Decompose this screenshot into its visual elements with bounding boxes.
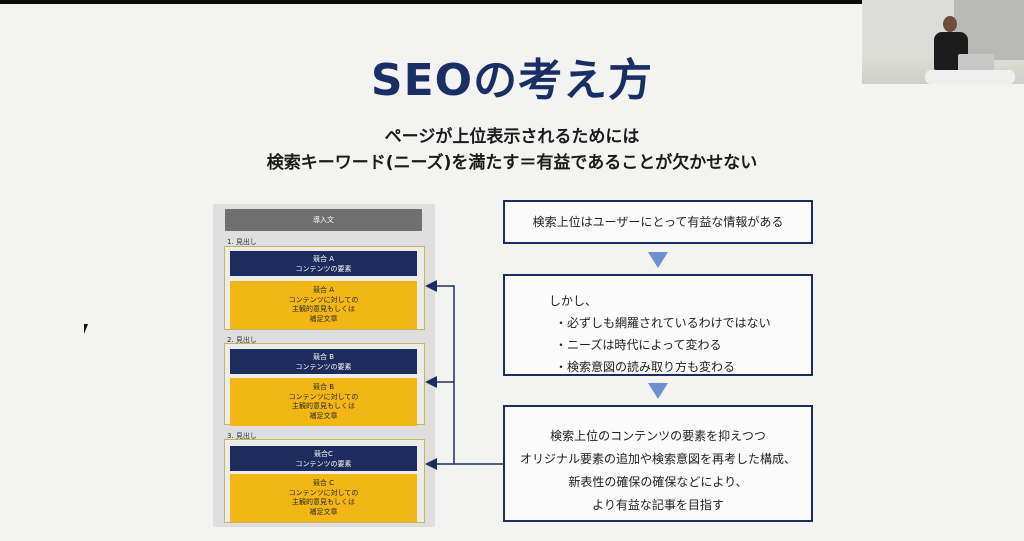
navy-line: コンテンツの要素 [295, 363, 352, 371]
however-intro: しかし、 [549, 294, 598, 308]
navy-line: コンテンツの要素 [295, 460, 352, 468]
conclusion-line: 新表性の確保の確保などにより、 [568, 475, 748, 489]
bullet-item: ・検索意図の読み取り方も変わる [555, 360, 736, 374]
competitor-c-elements: 競合C コンテンツの要素 [230, 446, 417, 471]
gold-line: コンテンツに対しての [288, 392, 359, 401]
gold-line: 競合 C [312, 479, 335, 487]
gold-line: 主観的意見もしくは [292, 305, 355, 313]
conclusion-line: 検索上位のコンテンツの要素を抑えつつ [550, 429, 766, 443]
flow-box-however: しかし、 ・必ずしも網羅されているわけではない ・ニーズは時代によって変わる ・… [503, 274, 813, 376]
slide-title: SEOの考え方 [370, 55, 654, 106]
section-1-box: 競合 A コンテンツの要素 競合 A コンテンツに対しての 主観的意見もしくは … [224, 246, 425, 330]
article-structure-diagram: 導入文 1. 見出し 競合 A コンテンツの要素 競合 A コンテンツに対しての… [213, 204, 435, 527]
gold-line: 補足文章 [309, 314, 338, 323]
competitor-a-elements: 競合 A コンテンツの要素 [230, 251, 417, 276]
conclusion-line: オリジナル要素の追加や検索意図を再考した構成、 [519, 452, 796, 466]
gold-line: 競合 A [312, 286, 334, 294]
down-arrow-icon [648, 252, 668, 268]
intro-block: 導入文 [225, 209, 422, 231]
subtitle-line-1: ページが上位表示されるためには [384, 127, 640, 147]
competitor-b-opinion: 競合 B コンテンツに対しての 主観的意見もしくは 補足文章 [230, 378, 417, 426]
gold-line: 補足文章 [309, 507, 338, 516]
slide-subtitle: ページが上位表示されるためには 検索キーワード(ニーズ)を満たす＝有益であること… [0, 124, 1024, 176]
section-3-box: 競合C コンテンツの要素 競合 C コンテンツに対しての 主観的意見もしくは 補… [224, 439, 425, 523]
presenter-head [943, 16, 957, 32]
gold-line: 競合 B [312, 383, 335, 391]
flow-box-conclusion: 検索上位のコンテンツの要素を抑えつつ オリジナル要素の追加や検索意図を再考した構… [503, 405, 813, 522]
gold-line: 主観的意見もしくは [292, 498, 355, 506]
gold-line: コンテンツに対しての [288, 488, 359, 497]
conclusion-line: より有益な記事を目指す [592, 498, 724, 512]
section-2-box: 競合 B コンテンツの要素 競合 B コンテンツに対しての 主観的意見もしくは … [224, 343, 425, 426]
navy-line: 競合 A [312, 255, 334, 263]
arrow-to-section-1 [425, 280, 503, 465]
gold-line: コンテンツに対しての [288, 295, 359, 304]
section-1-label: 1. 見出し [227, 238, 257, 246]
navy-line: 競合C [314, 450, 333, 458]
competitor-a-opinion: 競合 A コンテンツに対しての 主観的意見もしくは 補足文章 [230, 281, 417, 329]
flow-box-top-results: 検索上位はユーザーにとって有益な情報がある [503, 200, 813, 244]
connector-arrows [425, 280, 503, 470]
navy-line: 競合 B [312, 353, 335, 361]
section-2-label: 2. 見出し [227, 336, 257, 344]
gold-line: 主観的意見もしくは [292, 402, 355, 410]
mouse-cursor-icon [84, 324, 88, 334]
subtitle-line-2: 検索キーワード(ニーズ)を満たす＝有益であることが欠かせない [266, 153, 758, 173]
desk [925, 70, 1015, 84]
down-arrow-icon [648, 383, 668, 399]
navy-line: コンテンツの要素 [295, 265, 352, 273]
bullet-item: ・必ずしも網羅されているわけではない [555, 316, 771, 330]
competitor-b-elements: 競合 B コンテンツの要素 [230, 349, 417, 374]
gold-line: 補足文章 [309, 411, 338, 420]
laptop-icon [958, 54, 994, 74]
bullet-item: ・ニーズは時代によって変わる [555, 338, 722, 352]
bullet-list: ・必ずしも網羅されているわけではない ・ニーズは時代によって変わる ・検索意図の… [549, 312, 811, 378]
section-3-label: 3. 見出し [227, 432, 257, 440]
competitor-c-opinion: 競合 C コンテンツに対しての 主観的意見もしくは 補足文章 [230, 474, 417, 522]
